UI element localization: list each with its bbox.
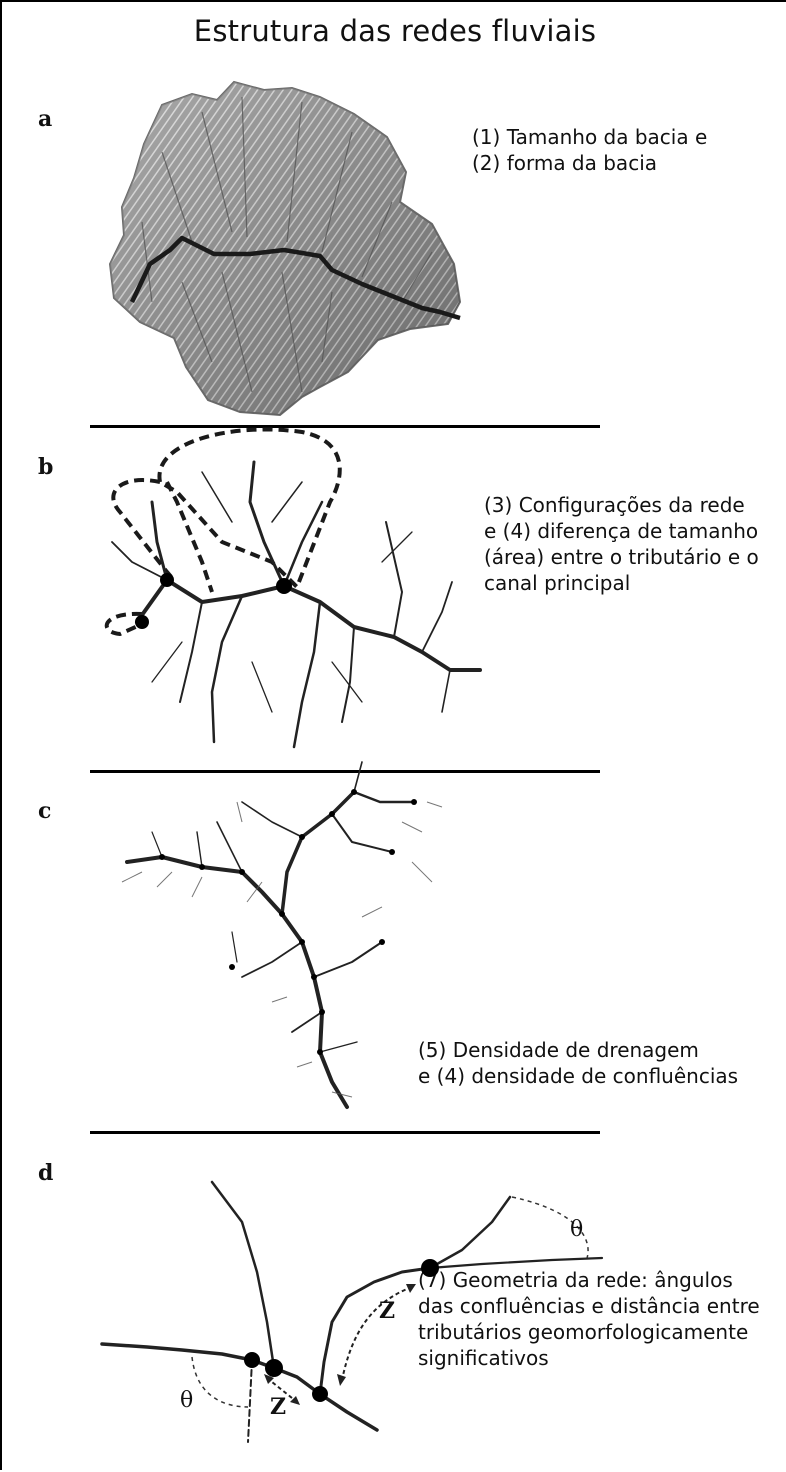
- geometry-labels: θ θ Z Z: [180, 1217, 583, 1420]
- geometry-channels: [102, 1182, 602, 1442]
- z-label-left: Z: [270, 1394, 286, 1420]
- z-label-right: Z: [379, 1298, 395, 1324]
- theta-label-left: θ: [180, 1388, 193, 1413]
- theta-label-right: θ: [570, 1217, 583, 1242]
